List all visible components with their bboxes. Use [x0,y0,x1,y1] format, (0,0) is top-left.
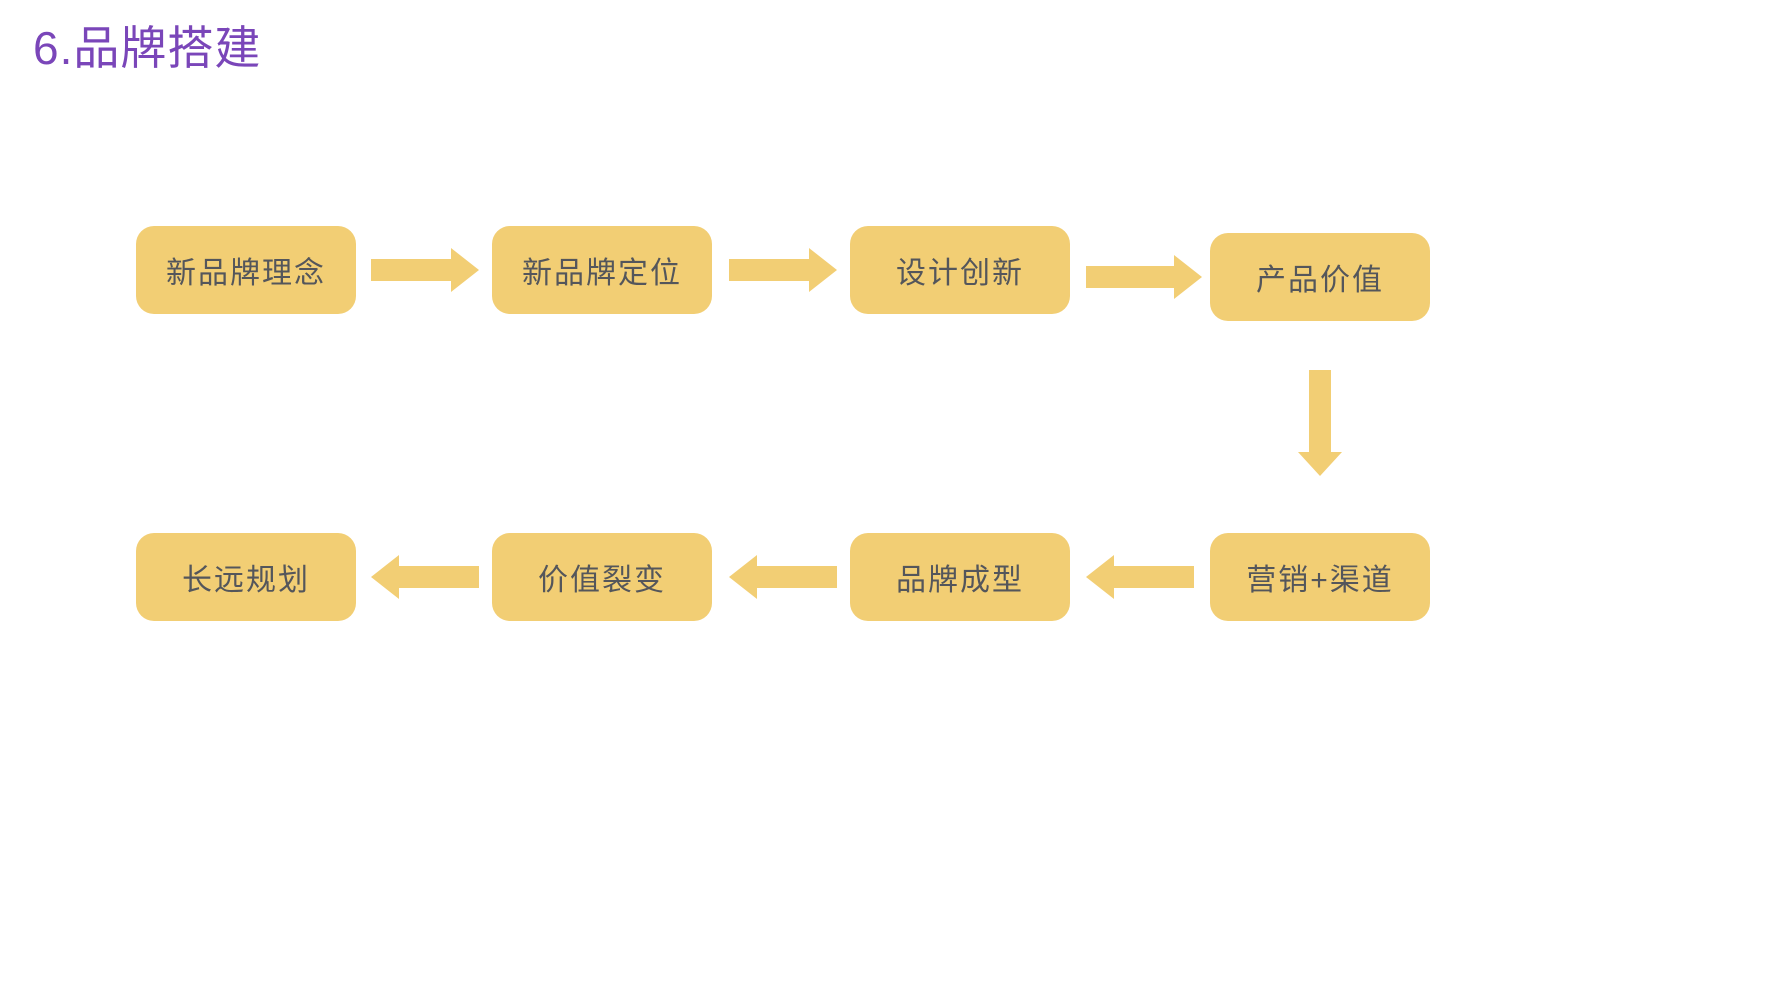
flow-node-new-brand-concept: 新品牌理念 [136,226,356,314]
flow-node-label: 新品牌理念 [166,257,326,290]
flow-node-label: 长远规划 [182,564,310,597]
left-arrow-icon [1086,555,1194,599]
flow-node-new-brand-positioning: 新品牌定位 [492,226,712,314]
flow-node-label: 产品价值 [1256,264,1384,297]
flow-node-label: 品牌成型 [896,564,1024,597]
flow-node-design-innovation: 设计创新 [850,226,1070,314]
right-arrow-icon [371,248,479,292]
flow-node-value-fission: 价值裂变 [492,533,712,621]
flow-node-label: 价值裂变 [538,564,666,597]
left-arrow-icon [371,555,479,599]
flow-node-label: 新品牌定位 [522,257,682,290]
down-arrow-icon [1298,370,1342,476]
flow-node-brand-formation: 品牌成型 [850,533,1070,621]
flow-node-label: 设计创新 [896,257,1024,290]
right-arrow-icon [729,248,837,292]
page-title: 6.品牌搭建 [33,22,262,74]
right-arrow-icon [1086,255,1202,299]
flow-node-long-term-planning: 长远规划 [136,533,356,621]
flow-node-label: 营销+渠道 [1246,564,1394,597]
left-arrow-icon [729,555,837,599]
flow-node-product-value: 产品价值 [1210,233,1430,321]
flow-node-marketing-channels: 营销+渠道 [1210,533,1430,621]
